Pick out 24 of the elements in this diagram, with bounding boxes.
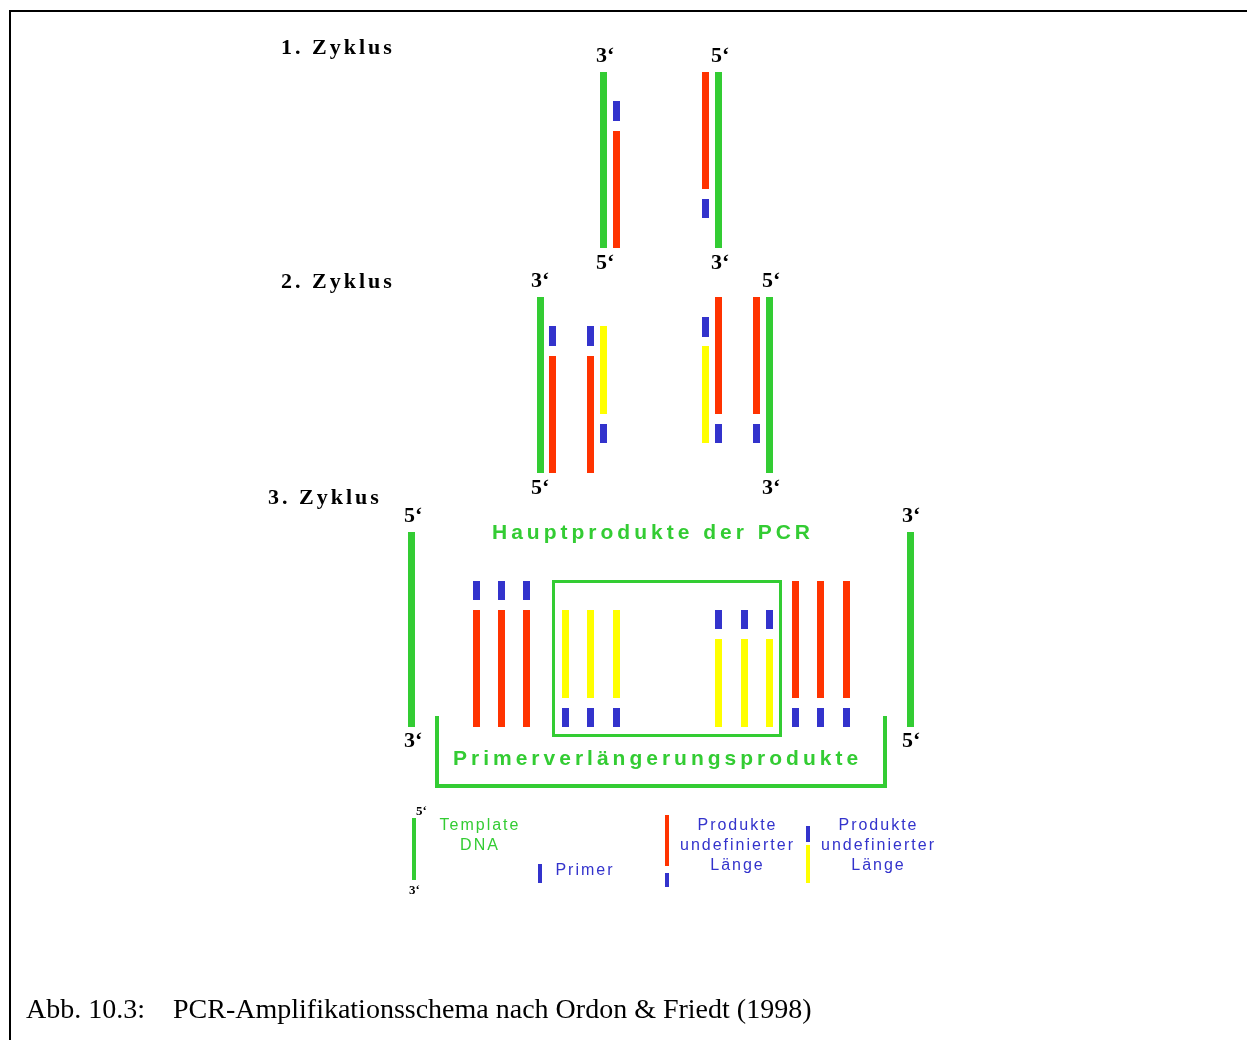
legend-label: Primer [554, 860, 616, 880]
end-label: 3‘ [762, 474, 781, 500]
end-label: 5‘ [711, 42, 730, 68]
bracket-label: Primerverlängerungsprodukte [453, 746, 863, 770]
legend-label: Produkte undefinierter Länge [820, 815, 937, 875]
figure-caption: Abb. 10.3: PCR-Amplifikationsschema nach Ordon & Friedt (1998) [26, 993, 812, 1025]
end-label: 3‘ [409, 882, 420, 898]
end-label: 5‘ [404, 502, 423, 528]
cycle-label: 2. Zyklus [281, 268, 395, 294]
legend-label: Produkte undefinierter Länge [679, 815, 796, 875]
legend-label: Template DNA [438, 815, 522, 855]
cycle-label: 1. Zyklus [281, 34, 395, 60]
end-label: 5‘ [416, 803, 427, 819]
cycle-label: 3. Zyklus [268, 484, 382, 510]
end-label: 3‘ [902, 502, 921, 528]
end-label: 5‘ [531, 474, 550, 500]
end-label: 5‘ [762, 267, 781, 293]
box-heading: Hauptprodukte der PCR [492, 520, 814, 544]
end-label: 5‘ [902, 727, 921, 753]
end-label: 5‘ [596, 249, 615, 275]
end-label: 3‘ [404, 727, 423, 753]
end-label: 3‘ [596, 42, 615, 68]
end-label: 3‘ [531, 267, 550, 293]
end-label: 3‘ [711, 249, 730, 275]
